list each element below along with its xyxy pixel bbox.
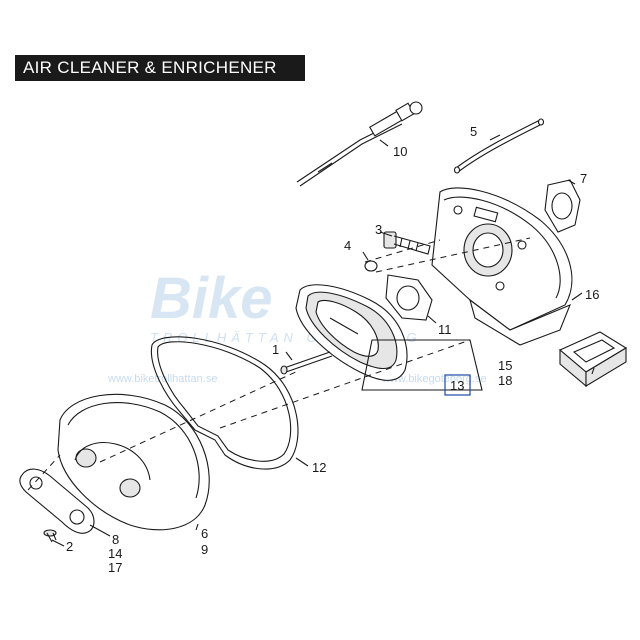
part-o-ring (364, 260, 378, 272)
part-enrichener-cable (296, 101, 423, 187)
watermark-url-right: www.bikegoteborg.se (381, 373, 487, 385)
callout-11: 11 (438, 322, 452, 337)
part-cover (57, 393, 210, 531)
part-gasket-small (544, 179, 581, 233)
callout-6: 6 (201, 526, 208, 541)
alignment-lines (27, 237, 531, 491)
title-banner: AIR CLEANER & ENRICHENER (15, 55, 305, 81)
part-filter-element (295, 284, 408, 381)
part-long-screw (280, 351, 333, 375)
callout-18: 18 (498, 373, 512, 388)
watermark-logo: Bike (150, 266, 273, 331)
callout-3: 3 (375, 222, 382, 237)
part-screw (43, 529, 57, 543)
part-seal-ring (150, 336, 299, 470)
part-gasket-large (385, 274, 433, 321)
part-bolt (383, 231, 431, 255)
part-trim-plate (19, 468, 95, 534)
callout-14: 14 (108, 546, 122, 561)
callout-13-box: 13 (444, 374, 471, 396)
callout-labels: 10 5 7 3 4 16 11 1 12 2 13 15 18 6 9 8 1… (66, 124, 599, 575)
callout-4: 4 (344, 238, 351, 253)
filter-bracket-outline (361, 339, 483, 391)
callout-1: 1 (272, 342, 279, 357)
part-backplate (431, 187, 573, 346)
part-breather (558, 331, 628, 388)
watermark-url-left: www.biketrollhattan.se (107, 373, 217, 385)
callout-7: 7 (580, 171, 587, 186)
callout-8: 8 (112, 532, 119, 547)
diagram-title: AIR CLEANER & ENRICHENER (23, 58, 277, 77)
callout-15: 15 (498, 358, 512, 373)
callout-9: 9 (201, 542, 208, 557)
watermark: Bike TROLLHÄTTAN GÖTEBORG www.biketrollh… (107, 266, 487, 385)
callout-16: 16 (585, 287, 599, 302)
callout-17: 17 (108, 560, 122, 575)
leader-lines (51, 134, 595, 547)
part-hose (453, 118, 545, 174)
callout-2: 2 (66, 539, 73, 554)
callout-10: 10 (393, 144, 407, 159)
callout-5: 5 (470, 124, 477, 139)
callout-13: 13 (450, 378, 464, 393)
callout-12: 12 (312, 460, 326, 475)
